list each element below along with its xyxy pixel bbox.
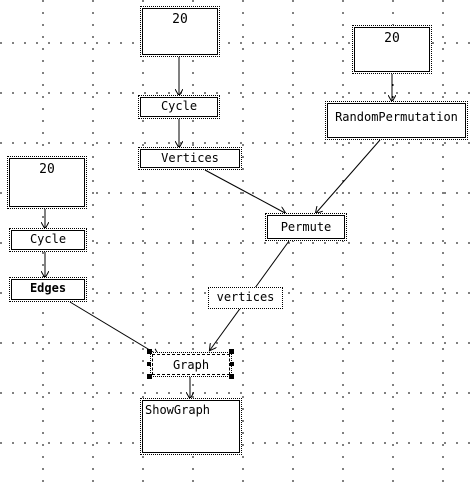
cycle-size-input-left[interactable]: 20 [7,156,87,209]
permute-node-label: Permute [280,220,332,234]
vertices-port-label[interactable]: vertices [208,287,283,309]
graph-node[interactable]: Graph [150,352,232,377]
vertices-node-top-label: Vertices [161,151,219,165]
show-graph-label: ShowGraph [145,403,211,417]
vertices-node-top[interactable]: Vertices [138,147,242,170]
edge-random-to-permute [316,139,381,213]
graph-node-label: Graph [172,358,210,372]
selection-handle-mid-left[interactable] [147,362,151,366]
cycle-size-input-top[interactable]: 20 [140,6,220,57]
permutation-size-value: 20 [384,31,400,46]
selection-handle-top-right[interactable] [229,349,234,354]
cycle-node-top[interactable]: Cycle [138,95,220,119]
edges-node[interactable]: Edges [9,277,87,302]
random-permutation-node[interactable]: RandomPermutation [325,101,468,140]
selection-handle-mid-right[interactable] [230,362,234,366]
selection-handle-top-left[interactable] [147,349,152,354]
cycle-node-left[interactable]: Cycle [9,228,87,252]
cycle-size-value-top: 20 [172,12,188,27]
cycle-node-top-label: Cycle [160,99,198,113]
selection-handle-bottom-right[interactable] [229,374,234,379]
selection-handle-bottom-left[interactable] [147,374,152,379]
permutation-size-input[interactable]: 20 [352,25,432,74]
edge-vertices-to-permute [204,169,285,213]
permute-node[interactable]: Permute [265,213,347,241]
random-permutation-label: RandomPermutation [335,110,458,124]
cycle-size-value-left: 20 [39,162,55,177]
edges-node-label: Edges [29,281,67,295]
cycle-node-left-label: Cycle [29,232,67,246]
vertices-port-label-text: vertices [216,290,275,304]
edge-edges-to-graph [69,301,158,355]
show-graph-node[interactable]: ShowGraph [140,398,242,455]
